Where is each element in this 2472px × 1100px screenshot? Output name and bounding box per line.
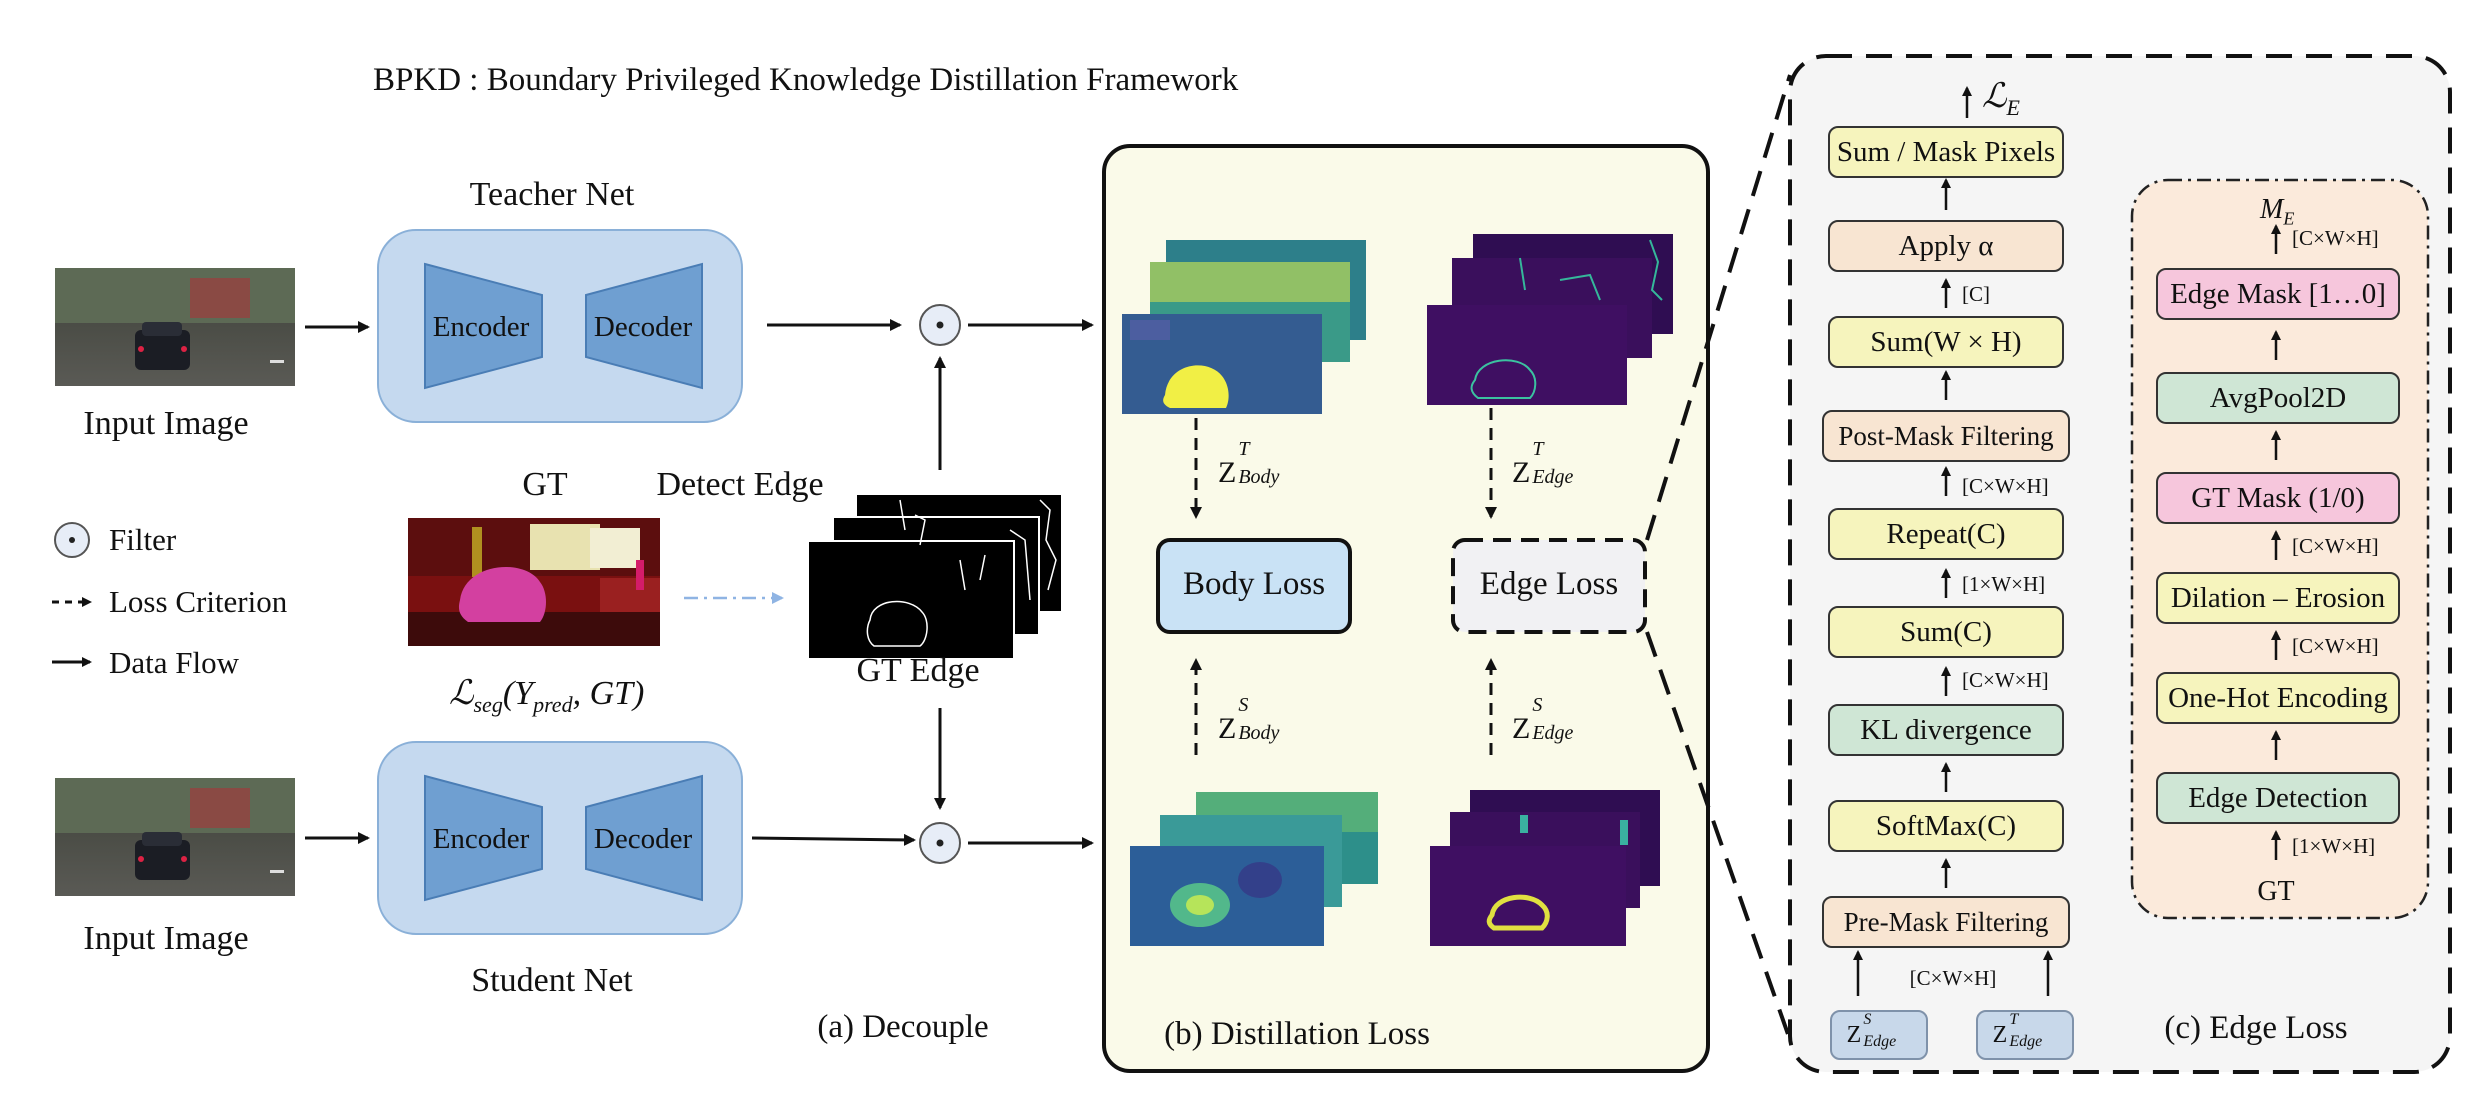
teacher-encoder-shape (424, 262, 543, 390)
edge-loss-caption: (c) Edge Loss (2164, 1010, 2348, 1046)
dim-sum-c: [1×W×H] (1962, 572, 2046, 596)
student-encoder-shape (424, 774, 543, 902)
gt-source-label: GT (2257, 876, 2295, 907)
edge-loss-box (1451, 538, 1647, 634)
input-image-label-bottom: Input Image (83, 920, 249, 957)
block-sum-wh: Sum(W × H) (1828, 316, 2064, 368)
student-net-label: Student Net (471, 962, 633, 999)
block-repeat-c: Repeat(C) (1828, 508, 2064, 560)
block-kl-divergence: KL divergence (1828, 704, 2064, 756)
mask-sub-panel (2130, 178, 2430, 920)
legend-loss-criterion-label: Loss Criterion (109, 584, 288, 619)
student-encoder-label: Encoder (432, 823, 530, 855)
teacher-decoder-shape (585, 262, 703, 390)
diagram-title: BPKD : Boundary Privileged Knowledge Dis… (373, 62, 1239, 98)
block-gt-mask: GT Mask (1/0) (2156, 472, 2400, 524)
block-pre-mask-filtering: Pre-Mask Filtering (1822, 896, 2070, 948)
block-dilation-erosion: Dilation – Erosion (2156, 572, 2400, 624)
dim-gt-mask: [C×W×H] (2292, 534, 2379, 558)
gt-label: GT (522, 466, 568, 503)
distillation-caption: (b) Distillation Loss (1164, 1016, 1430, 1052)
teacher-net-label: Teacher Net (469, 176, 635, 213)
dim-edge-detection: [1×W×H] (2292, 834, 2376, 858)
edge-loss-label: Edge Loss (1479, 566, 1619, 602)
student-decoder-label: Decoder (593, 823, 693, 855)
block-softmax-c: SoftMax(C) (1828, 800, 2064, 852)
gt-edge-label: GT Edge (856, 652, 980, 689)
decouple-caption: (a) Decouple (817, 1009, 989, 1045)
student-decoder-shape (585, 774, 703, 902)
input-image-label-top: Input Image (83, 405, 249, 442)
dim-c: [C] (1962, 282, 1990, 306)
block-apply-alpha: Apply α (1828, 220, 2064, 272)
seg-loss-formula: ℒseg(Ypred, GT) (449, 675, 645, 717)
dim-inputs: [C×W×H] (1909, 966, 1997, 990)
block-avgpool2d: AvgPool2D (2156, 372, 2400, 424)
teacher-decoder-label: Decoder (593, 311, 693, 343)
dim-dilation: [C×W×H] (2292, 634, 2379, 658)
input-image-top (55, 268, 295, 386)
input-image-bottom (55, 778, 295, 896)
body-loss-label: Body Loss (1182, 566, 1326, 602)
block-one-hot-encoding: One-Hot Encoding (2156, 672, 2400, 724)
student-edge-maps (1430, 790, 1660, 946)
gt-edge-image-stack (807, 493, 1063, 660)
dim-edge-mask: [C×W×H] (2292, 226, 2379, 250)
teacher-body-maps (1122, 240, 1366, 414)
detect-edge-label: Detect Edge (656, 466, 824, 503)
block-sum-c: Sum(C) (1828, 606, 2064, 658)
dim-repeat: [C×W×H] (1962, 474, 2049, 498)
student-body-maps (1130, 792, 1378, 946)
teacher-edge-maps (1427, 234, 1673, 405)
body-loss-box (1156, 538, 1352, 634)
block-sum-mask-pixels: Sum / Mask Pixels (1828, 126, 2064, 178)
block-edge-detection: Edge Detection (2156, 772, 2400, 824)
me-output-label: ME (2260, 194, 2295, 229)
legend-data-flow-label: Data Flow (109, 645, 240, 680)
legend-filter-label: Filter (109, 522, 177, 557)
le-output-label: ℒE (1982, 78, 2020, 120)
block-post-mask-filtering: Post-Mask Filtering (1822, 410, 2070, 462)
block-edge-mask: Edge Mask [1…0] (2156, 268, 2400, 320)
dim-kl: [C×W×H] (1962, 668, 2049, 692)
teacher-encoder-label: Encoder (432, 311, 530, 343)
gt-segmentation-image (408, 518, 660, 646)
